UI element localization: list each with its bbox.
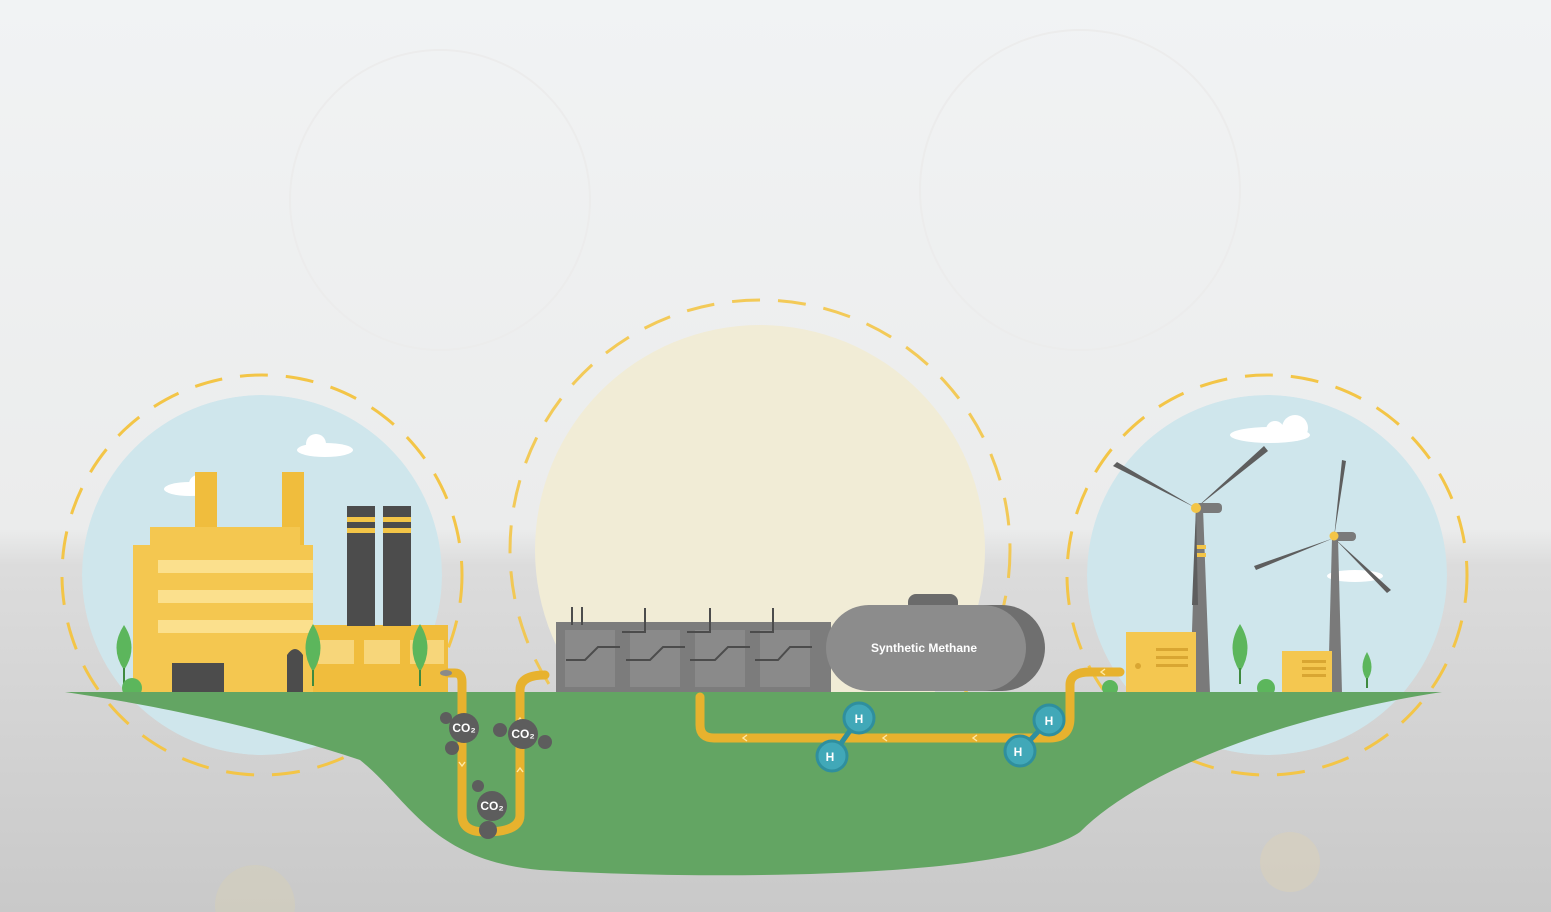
factory-bubble-dashes (60, 373, 464, 777)
methanation-reactor (556, 607, 831, 692)
hydrogen-label: H (1014, 745, 1023, 759)
cloud-icon (297, 434, 353, 457)
factory-building (133, 472, 448, 693)
tree-icon (305, 624, 321, 686)
tree-icon (412, 624, 428, 686)
hydrogen-molecule-icon: H H (1003, 703, 1066, 768)
cloud-icon (1230, 415, 1310, 443)
hydrogen-label: H (826, 750, 835, 764)
decorative-dot (1260, 832, 1320, 892)
tank-label: Synthetic Methane (871, 641, 977, 655)
tree-icon (116, 625, 132, 684)
ground-hill (65, 692, 1442, 876)
co2-molecule-icon: CO₂ (472, 780, 507, 839)
tree-icon (1362, 652, 1372, 688)
co2-label: CO₂ (511, 727, 534, 741)
hydrogen-pipe (695, 667, 1125, 743)
electrolyser-unit (1282, 651, 1332, 693)
electrolyser-unit (1126, 632, 1196, 693)
co2-molecule-icon: CO₂ (493, 719, 552, 749)
hydrogen-label: H (855, 712, 864, 726)
faint-sky-circle (919, 29, 1241, 351)
co2-inlet-sensor (440, 670, 452, 676)
wind-bubble-dashes (1065, 373, 1469, 777)
chimney-stacks (347, 506, 411, 626)
hydrogen-label: H (1045, 714, 1054, 728)
synthetic-methane-tank: Synthetic Methane (826, 594, 1045, 691)
hydrogen-molecule-icon: H H (815, 701, 876, 773)
faint-sky-circle (289, 49, 591, 351)
factory-bubble (60, 373, 464, 777)
tree-icon (1232, 624, 1248, 684)
co2-label: CO₂ (480, 799, 503, 813)
co2-label: CO₂ (452, 721, 475, 735)
wind-bubble (1065, 373, 1469, 777)
decorative-dot (215, 865, 295, 912)
co2-molecule-icon: CO₂ (440, 712, 479, 755)
